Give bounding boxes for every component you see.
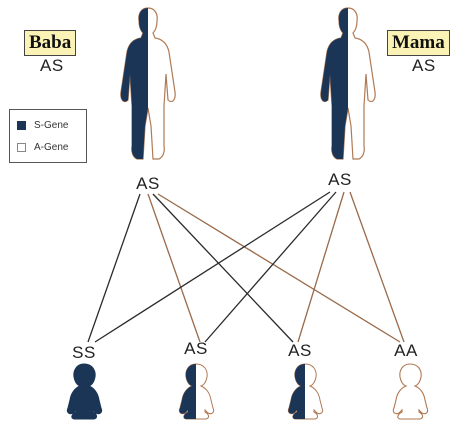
child-genotype-4: AA — [394, 341, 418, 360]
legend-s-gene-label: S-Gene — [34, 119, 69, 131]
father-name-box: Baba — [24, 30, 77, 56]
father-genotype: AS — [40, 56, 64, 75]
cross-lines — [87, 191, 405, 343]
mother-genotype: AS — [412, 56, 436, 75]
legend-a-gene-label: A-Gene — [34, 141, 69, 153]
mother-cross-genotype: AS — [328, 170, 352, 189]
child-as-2-figure — [287, 363, 324, 420]
child-ss-figure — [66, 363, 103, 420]
line-mother-to-aa — [349, 191, 405, 343]
line-mother-to-as1 — [204, 191, 337, 343]
child-genotype-2: AS — [184, 339, 208, 358]
child-genotype-1: SS — [72, 343, 96, 362]
line-father-to-ss — [87, 193, 141, 343]
s-gene-swatch — [17, 120, 26, 130]
child-aa-figure — [392, 363, 429, 420]
father-cross-genotype: AS — [136, 174, 160, 193]
mother-name-box: Mama — [387, 30, 450, 56]
legend-s-gene: S-Gene — [17, 118, 68, 132]
father-figure — [120, 7, 176, 160]
line-father-to-as2 — [152, 193, 294, 343]
line-father-to-as1 — [147, 193, 201, 343]
child-genotype-3: AS — [288, 341, 312, 360]
legend-a-gene: A-Gene — [17, 140, 68, 154]
line-mother-to-as2 — [297, 191, 345, 343]
line-father-to-aa — [157, 193, 401, 343]
a-gene-swatch — [17, 142, 26, 152]
line-mother-to-ss — [94, 191, 331, 343]
child-as-1-figure — [178, 363, 215, 420]
mother-figure — [320, 7, 376, 160]
legend: S-Gene A-Gene — [9, 109, 87, 163]
